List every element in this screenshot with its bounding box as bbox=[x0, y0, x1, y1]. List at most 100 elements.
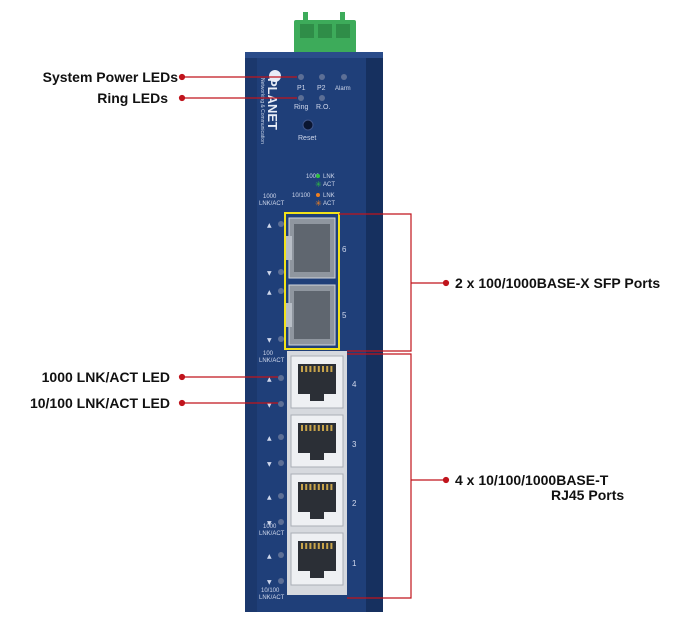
rj45-port-4-led-up-arrow: ▲ bbox=[267, 376, 272, 383]
rj45-port-2-led-10-100 bbox=[278, 519, 284, 525]
callout-1000-lnk-act-led: 1000 LNK/ACT LED bbox=[41, 369, 170, 385]
rj45-port-3-pin bbox=[309, 425, 312, 431]
legend-act-green-star: ✳ bbox=[315, 180, 322, 189]
led-p1 bbox=[298, 74, 304, 80]
rj45-port-1-led-10-100 bbox=[278, 578, 284, 584]
legend-act: ACT bbox=[323, 182, 335, 188]
rj45-port-3-led-10-100 bbox=[278, 460, 284, 466]
terminal-block-slot bbox=[336, 24, 350, 38]
rj45-port-2-led-up-arrow: ▲ bbox=[267, 494, 272, 501]
label-100-mid: 100 bbox=[263, 351, 274, 357]
rj45-port-4-pin bbox=[313, 366, 316, 372]
sfp-port-6-latch bbox=[286, 236, 292, 260]
sfp-highlight-frame bbox=[284, 212, 340, 350]
callout-dot-ring bbox=[178, 94, 186, 102]
rj45-port-2-pin bbox=[317, 484, 320, 490]
rj45-port-2-pin bbox=[305, 484, 308, 490]
rj45-port-1-pin bbox=[313, 543, 316, 549]
callout-10-100-lnk-act-led: 10/100 LNK/ACT LED bbox=[29, 395, 170, 411]
sfp5-led-bottom bbox=[278, 336, 284, 342]
sfp-port-6-cage bbox=[294, 224, 330, 272]
legend-1000: 1000 bbox=[306, 174, 320, 180]
led-ring-label: Ring bbox=[294, 104, 309, 111]
rj45-port-1-number: 1 bbox=[352, 559, 357, 568]
rj45-port-2-pin bbox=[313, 484, 316, 490]
led-ro bbox=[319, 95, 325, 101]
rj45-port-2-number: 2 bbox=[352, 499, 357, 508]
rj45-port-4-number: 4 bbox=[352, 380, 357, 389]
rj45-port-1-led-up-arrow: ▲ bbox=[267, 553, 272, 560]
rj45-port-2-pin bbox=[330, 484, 333, 490]
rj45-port-3-pin bbox=[313, 425, 316, 431]
led-ro-label: R.O. bbox=[316, 104, 330, 111]
rj45-port-1-pin bbox=[301, 543, 303, 549]
callout-dot-rj45 bbox=[442, 476, 450, 484]
sfp6-led-up-arrow: ▲ bbox=[267, 222, 272, 229]
callout-dot-10-100 bbox=[178, 399, 186, 407]
label-10-100-bottom: 10/100 bbox=[261, 588, 280, 594]
rj45-port-3-led-down-arrow: ▼ bbox=[267, 461, 272, 468]
rj45-port-3-number: 3 bbox=[352, 440, 357, 449]
rj45-port-2-pin bbox=[301, 484, 303, 490]
rj45-port-1-pin bbox=[317, 543, 320, 549]
led-p2-label: P2 bbox=[317, 85, 326, 92]
reset-label: Reset bbox=[298, 135, 316, 142]
housing-left-rail bbox=[245, 52, 257, 612]
legend-lnk-2: LNK bbox=[323, 193, 335, 199]
rj45-port-1-clip-slot bbox=[310, 571, 324, 578]
rj45-port-2-opening bbox=[298, 482, 336, 512]
led-p1-label: P1 bbox=[297, 85, 306, 92]
rj45-port-2-pin bbox=[309, 484, 312, 490]
led-alarm-label: Alarm bbox=[335, 86, 351, 92]
reset-button[interactable] bbox=[302, 119, 314, 131]
rj45-port-4-pin bbox=[326, 366, 329, 372]
callout-dot-1000 bbox=[178, 373, 186, 381]
terminal-block-pin bbox=[303, 12, 308, 22]
legend-act-orange-star: ✳ bbox=[315, 199, 322, 208]
rj45-port-3-clip-slot bbox=[310, 453, 324, 460]
rj45-port-1-opening bbox=[298, 541, 336, 571]
planet-logo-mark bbox=[269, 70, 281, 82]
sfp-port-6-number: 6 bbox=[342, 245, 347, 254]
rj45-port-1-led-down-arrow: ▼ bbox=[267, 579, 272, 586]
callout-rj45-line-2: RJ45 Ports bbox=[551, 487, 625, 503]
label-1000-low: 1000 bbox=[263, 524, 277, 530]
legend-lnk-orange-dot bbox=[316, 193, 320, 197]
rj45-port-4-pin bbox=[322, 366, 324, 372]
rj45-port-1-led-1000 bbox=[278, 552, 284, 558]
rj45-port-4-pin bbox=[301, 366, 303, 372]
callout-bracket-rj45 bbox=[347, 353, 412, 599]
callout-system-power-leds: System Power LEDs bbox=[42, 69, 178, 85]
sfp6-led-top bbox=[278, 221, 284, 227]
label-lnkact-low: LNK/ACT bbox=[259, 531, 285, 537]
sfp-port-5-latch bbox=[286, 303, 292, 327]
logo-text: PLANET bbox=[265, 78, 280, 130]
terminal-block-pin bbox=[340, 12, 345, 22]
rj45-port-4-clip-slot bbox=[310, 394, 324, 401]
rj45-port-2-led-1000 bbox=[278, 493, 284, 499]
rj45-port-2-pin bbox=[322, 484, 324, 490]
terminal-block-slot bbox=[318, 24, 332, 38]
sfp6-led-down-arrow: ▼ bbox=[267, 270, 272, 277]
callout-sfp-ports: 2 x 100/1000BASE-X SFP Ports bbox=[455, 275, 661, 291]
rj45-port-4-led-10-100 bbox=[278, 401, 284, 407]
callout-dot-power bbox=[178, 73, 186, 81]
sfp-port-5-number: 5 bbox=[342, 311, 347, 320]
rj45-port-1-pin bbox=[309, 543, 312, 549]
rj45-port-1-pin bbox=[305, 543, 308, 549]
rj45-port-3-pin bbox=[330, 425, 333, 431]
rj45-port-3-pin bbox=[326, 425, 329, 431]
sfp-port-5-cage bbox=[294, 291, 330, 339]
rj45-port-4-opening bbox=[298, 364, 336, 394]
sfp5-led-up-arrow: ▲ bbox=[267, 289, 272, 296]
label-lnkact-mid: LNK/ACT bbox=[259, 358, 285, 364]
callout-lines bbox=[178, 73, 450, 599]
rj45-port-3-led-1000 bbox=[278, 434, 284, 440]
label-lnkact-bottom: LNK/ACT bbox=[259, 595, 285, 601]
housing-top-edge bbox=[245, 52, 383, 58]
rj45-port-3-led-up-arrow: ▲ bbox=[267, 435, 272, 442]
legend-lnk: LNK bbox=[323, 174, 335, 180]
rj45-port-1-pin bbox=[322, 543, 324, 549]
